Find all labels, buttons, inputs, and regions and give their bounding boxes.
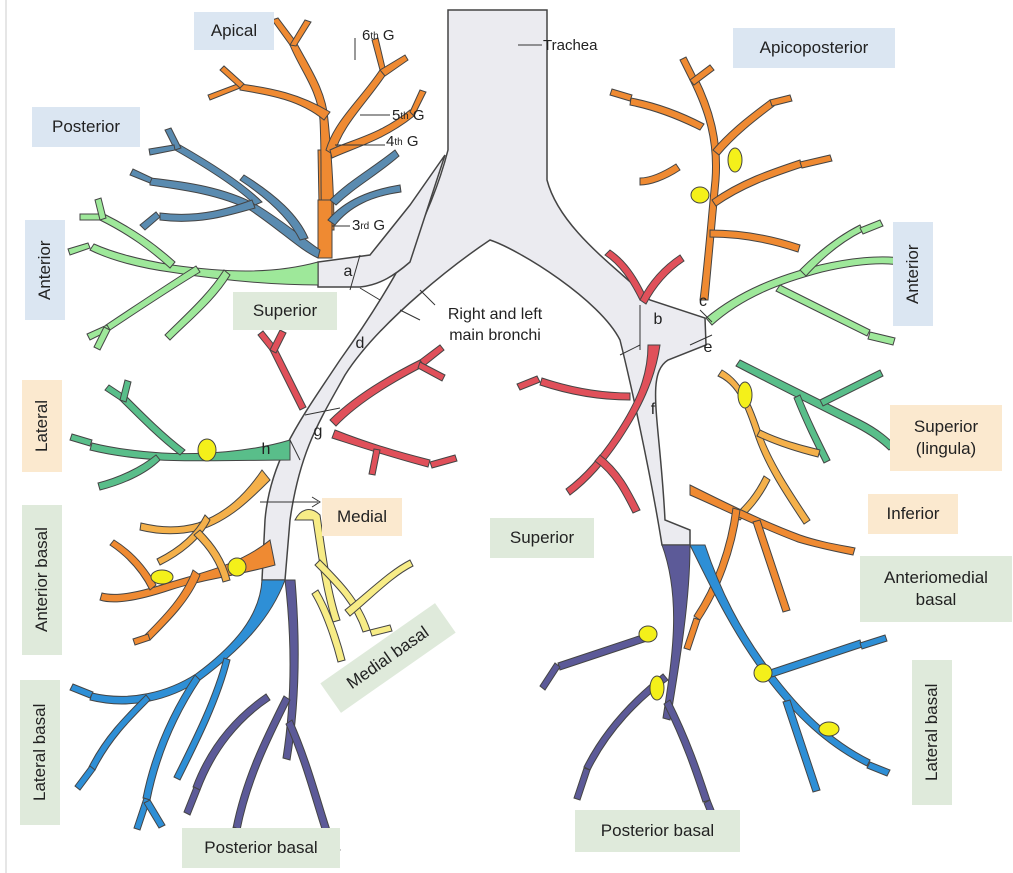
label-apicoposterior: Apicoposterior: [733, 28, 895, 68]
label-posterior-basal-right: Posterior basal: [182, 828, 340, 868]
label-superior-left-lower: Superior: [490, 518, 594, 558]
generation-5-suffix: th: [400, 110, 408, 123]
label-anteriomedial-basal: Anteriomedial basal: [860, 556, 1012, 622]
node-marker: [639, 626, 657, 642]
label-superior-lingula-line2: (lingula): [916, 438, 976, 460]
generation-5-g: G: [413, 106, 425, 126]
right-posterior-segment: [130, 128, 401, 258]
label-lateral-basal-right: Lateral basal: [20, 680, 60, 825]
generation-5-number: 5: [392, 106, 400, 126]
node-marker: [728, 148, 742, 172]
label-anterior-left: Anterior: [893, 222, 933, 326]
label-posterior-basal-left: Posterior basal: [575, 810, 740, 852]
label-anterior-basal-right: Anterior basal: [22, 505, 62, 655]
label-superior-lingula-line1: Superior: [914, 416, 978, 438]
letter-f: f: [645, 400, 661, 420]
letter-d: d: [352, 334, 368, 354]
generation-6-suffix: th: [370, 30, 378, 43]
generation-4-suffix: th: [394, 136, 402, 149]
letter-e: e: [700, 338, 716, 358]
node-marker: [151, 570, 173, 584]
label-apical: Apical: [194, 12, 274, 50]
generation-3-suffix: rd: [360, 220, 369, 233]
label-trachea: Trachea: [543, 36, 613, 56]
generation-3-g: G: [373, 216, 385, 236]
letter-a: a: [340, 262, 356, 282]
label-main-bronchi-line1: Right and left: [448, 305, 542, 326]
node-marker: [754, 664, 772, 682]
left-posterior-basal-segment: [540, 545, 720, 828]
label-anteriomedial-line2: basal: [916, 589, 957, 611]
node-marker: [738, 382, 752, 408]
letter-b: b: [650, 310, 666, 330]
label-superior-lingula: Superior (lingula): [890, 405, 1002, 471]
label-posterior-right: Posterior: [32, 107, 140, 147]
generation-4-g: G: [407, 132, 419, 152]
label-anteriomedial-line1: Anteriomedial: [884, 567, 988, 589]
node-marker: [819, 722, 839, 736]
letter-c: c: [695, 292, 711, 312]
label-superior-right-upper: Superior: [233, 292, 337, 330]
label-main-bronchi-line2: main bronchi: [449, 326, 541, 347]
node-marker: [198, 439, 216, 461]
generation-3-number: 3: [352, 216, 360, 236]
left-apicoposterior-segment: [610, 57, 832, 300]
letter-h: h: [258, 440, 274, 460]
letter-g: g: [310, 422, 326, 442]
label-anterior-right: Anterior: [25, 220, 65, 320]
generation-4-number: 4: [386, 132, 394, 152]
right-lateral-segment: [70, 380, 290, 490]
label-lateral-basal-left: Lateral basal: [912, 660, 952, 805]
label-medial: Medial: [322, 498, 402, 536]
label-lateral-right: Lateral: [22, 380, 62, 472]
generation-6-g: G: [383, 26, 395, 46]
node-marker: [228, 558, 246, 576]
label-main-bronchi: Right and left main bronchi: [430, 302, 560, 350]
label-inferior: Inferior: [868, 494, 958, 534]
generation-6-number: 6: [362, 26, 370, 46]
node-marker: [650, 676, 664, 700]
node-marker: [691, 187, 709, 203]
